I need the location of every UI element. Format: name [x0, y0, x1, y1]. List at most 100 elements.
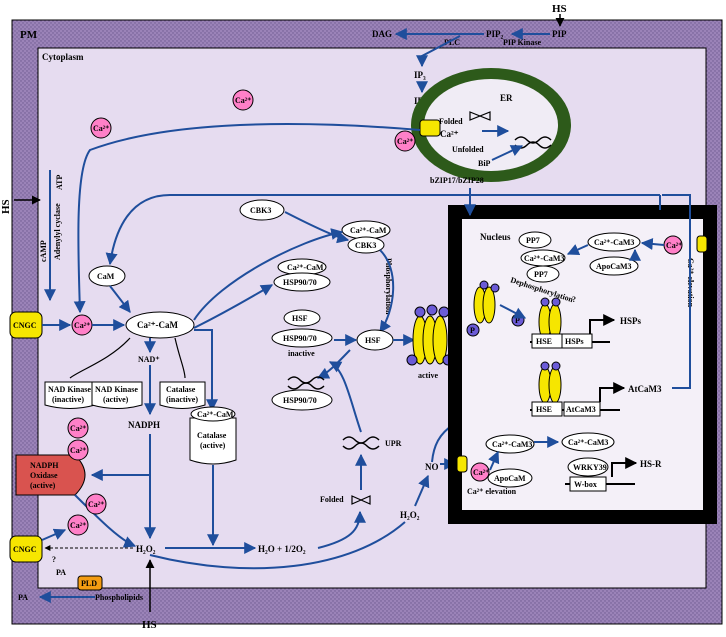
nuclear-ca-channel-2 [456, 455, 468, 473]
atp-label: ATP [55, 174, 64, 190]
er-label: ER [500, 93, 513, 103]
apocam3-node [589, 256, 639, 276]
atcam3-gene-box [563, 401, 601, 417]
pa-top-label: PA [56, 568, 66, 577]
question-mark-nucleus: ? [572, 295, 576, 304]
hs-bottom-label: HS [142, 619, 157, 631]
folded-label: Folded [320, 495, 344, 504]
ca-cam3-node-bottom [485, 434, 535, 454]
svg-text:Ca²⁺-CaM3: Ca²⁺-CaM3 [524, 254, 564, 263]
h2o2-right-label: H₂O₂ [400, 510, 420, 520]
svg-text:PP7: PP7 [526, 236, 540, 245]
svg-text:Ca²⁺: Ca²⁺ [70, 424, 86, 433]
svg-text:(active): (active) [103, 395, 129, 404]
ca-ion [67, 514, 89, 536]
nadph-label: NADPH [128, 420, 160, 430]
svg-text:CBK3: CBK3 [355, 241, 376, 250]
hsf-inactive-node [283, 309, 321, 327]
svg-text:AtCaM3: AtCaM3 [566, 405, 596, 414]
svg-text:Ca²⁺-CaM3: Ca²⁺-CaM3 [568, 438, 608, 447]
camp-label: cAMP [39, 240, 48, 262]
bzip-label: bZIP17/bZIP28 [430, 176, 484, 185]
nad-kinase-active [91, 381, 143, 409]
hsf-bound-atcam3 [538, 361, 562, 404]
svg-text:(active): (active) [200, 441, 226, 450]
ca-ion [232, 89, 254, 111]
svg-text:Catalase: Catalase [197, 431, 227, 440]
svg-text:Ca²⁺: Ca²⁺ [235, 96, 251, 105]
phosphate-group [466, 323, 480, 337]
pip-label: PIP [552, 29, 567, 39]
svg-text:HSPs: HSPs [565, 337, 584, 346]
svg-text:(inactive): (inactive) [52, 395, 84, 404]
apocam-node [487, 468, 533, 488]
phospholipids-label: Phospholipids [95, 593, 143, 602]
svg-text:HSP90/70: HSP90/70 [283, 396, 317, 405]
nuclear-ca-channel [696, 235, 708, 253]
cbk3-node [239, 199, 285, 221]
svg-text:Oxidase: Oxidase [30, 471, 58, 480]
no-label: NO [425, 462, 439, 472]
ca-ion [90, 117, 112, 139]
cngc-channel-bottom [9, 535, 43, 563]
pm-label: PM [20, 29, 38, 41]
svg-text:Ca²⁺-CaM: Ca²⁺-CaM [350, 226, 387, 235]
atcam3-label: AtCaM3 [628, 384, 662, 394]
svg-text:P: P [515, 316, 520, 325]
svg-text:HSE: HSE [536, 337, 552, 346]
nucleus-label: Nucleus [480, 232, 511, 242]
pip-kinase-label: PIP Kinase [503, 38, 541, 47]
svg-text:Ca²⁺: Ca²⁺ [70, 446, 86, 455]
adenylyl-cyclase-label: Adenylyl cyclase [53, 203, 62, 260]
pld-label: PLD [81, 579, 97, 588]
pip2-label: PIP₂ [486, 29, 503, 39]
pld-enzyme [77, 575, 103, 591]
cngc-label-bottom: CNGC [13, 545, 37, 554]
svg-text:Ca²⁺: Ca²⁺ [70, 521, 86, 530]
ca-cam-node [125, 311, 195, 339]
hsps-gene-box [561, 333, 593, 349]
svg-text:HSE: HSE [536, 405, 552, 414]
nad-plus-label: NAD⁺ [138, 355, 160, 364]
ca-ion [470, 462, 490, 482]
svg-text:NAD Kinase: NAD Kinase [48, 385, 91, 394]
svg-text:Ca²⁺: Ca²⁺ [88, 500, 104, 509]
ca-ion [67, 439, 89, 461]
ca-elevation-bottom-label: Ca²⁺ elevation [467, 487, 517, 496]
pp7-node [518, 231, 552, 249]
plc-label: PLC [444, 38, 460, 47]
svg-text:HSF: HSF [292, 314, 308, 323]
svg-text:Ca²⁺-CaM3: Ca²⁺-CaM3 [492, 440, 532, 449]
svg-text:Ca²⁺: Ca²⁺ [74, 321, 90, 330]
svg-text:HSP90/70: HSP90/70 [283, 278, 317, 287]
er-folded-label: Folded [439, 117, 463, 126]
catalase-inactive [159, 381, 206, 409]
svg-text:Ca²⁺: Ca²⁺ [397, 137, 413, 146]
svg-text:P: P [470, 326, 475, 335]
svg-text:Ca²⁺: Ca²⁺ [666, 241, 682, 250]
catalase-active [189, 417, 237, 465]
phosphorylation-label: Phosphorylation [384, 258, 393, 315]
cngc-label-top: CNGC [13, 321, 37, 330]
ca-ion [85, 493, 107, 515]
hs-left-label: HS [0, 199, 12, 214]
ca-cam-label: Ca²⁺-CaM [137, 320, 178, 330]
hsf-active-label: active [418, 371, 438, 380]
svg-text:Ca²⁺: Ca²⁺ [93, 124, 109, 133]
cbk3-label: CBK3 [250, 206, 271, 215]
svg-text:NAD Kinase: NAD Kinase [95, 385, 138, 394]
er-channel [419, 119, 441, 137]
er-ca-label: Ca²⁺ [440, 129, 459, 139]
svg-text:PP7: PP7 [534, 270, 548, 279]
hsf-bound-hse [538, 297, 562, 341]
svg-text:WRKY39: WRKY39 [573, 463, 607, 472]
ca-ion [67, 417, 89, 439]
cytoplasm-label: Cytoplasm [42, 52, 84, 62]
svg-text:ApoCaM3: ApoCaM3 [596, 262, 632, 271]
h2o2-label: H₂O₂ [136, 544, 156, 554]
hsf-phosphorylated-trimer [473, 280, 500, 324]
hsps-label: HSPs [620, 316, 642, 326]
hsp9070-free [271, 389, 333, 411]
hs-top-label: HS [552, 3, 567, 15]
